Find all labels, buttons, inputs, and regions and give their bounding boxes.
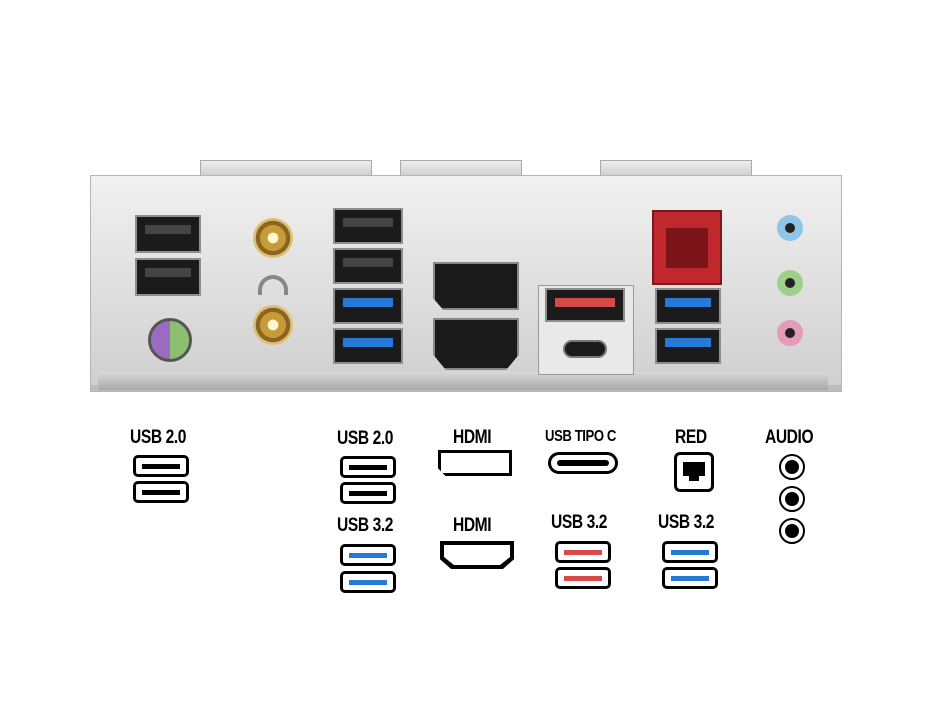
- usb32-blue-icon: [340, 571, 396, 593]
- legend-audio-label: AUDIO: [765, 427, 814, 448]
- ps2-port: [148, 318, 192, 362]
- audio-jack-icon: [779, 518, 805, 544]
- legend-usb32-label: USB 3.2: [337, 515, 394, 536]
- usb20-icon: [340, 456, 396, 478]
- audio-jack-icon: [779, 454, 805, 480]
- legend-hdmi-label: HDMI: [453, 427, 492, 448]
- usb20-port: [333, 248, 403, 284]
- usb20-port: [135, 215, 201, 253]
- usb32-port: [655, 328, 721, 364]
- rj45-lan-port: [652, 210, 722, 285]
- audio-line-out-jack: [777, 270, 803, 296]
- usb32-port: [655, 288, 721, 324]
- usb20-port: [135, 258, 201, 296]
- legend-lan-label: RED: [675, 427, 707, 448]
- audio-jack-icon: [779, 486, 805, 512]
- shield-cutout: [258, 275, 288, 295]
- shield-tab: [400, 160, 522, 179]
- usb20-icon: [340, 482, 396, 504]
- legend-usb32-label: USB 3.2: [658, 512, 715, 533]
- legend-usb32-label: USB 3.2: [551, 512, 608, 533]
- usb32-blue-icon: [662, 567, 718, 589]
- usb-type-c-icon: [548, 452, 618, 474]
- usb20-port: [333, 208, 403, 244]
- wifi-antenna-connector: [253, 305, 293, 345]
- usb32-blue-icon: [340, 544, 396, 566]
- usb32-red-icon: [555, 541, 611, 563]
- hdmi-port: [433, 318, 519, 370]
- hdmi-icon: [440, 541, 514, 569]
- usb20-icon: [133, 455, 189, 477]
- shield-tab: [200, 160, 372, 179]
- usb32-blue-icon: [662, 541, 718, 563]
- legend-usb-type-c-label: USB TIPO C: [545, 428, 616, 445]
- rj45-icon: [674, 452, 714, 492]
- wifi-antenna-connector: [253, 218, 293, 258]
- legend-usb20-label: USB 2.0: [130, 427, 187, 448]
- legend-usb20-label: USB 2.0: [337, 428, 394, 449]
- usb32-red-port: [545, 288, 625, 322]
- usb32-port: [333, 328, 403, 364]
- legend-hdmi-label: HDMI: [453, 515, 492, 536]
- displayport-port: [433, 262, 519, 310]
- displayport-icon: [438, 450, 512, 476]
- usb32-red-icon: [555, 567, 611, 589]
- audio-line-in-jack: [777, 215, 803, 241]
- usb20-icon: [133, 481, 189, 503]
- shield-tab: [600, 160, 752, 179]
- audio-mic-jack: [777, 320, 803, 346]
- shield-bezel: [98, 372, 828, 390]
- usb-type-c-port: [563, 340, 607, 358]
- usb32-port: [333, 288, 403, 324]
